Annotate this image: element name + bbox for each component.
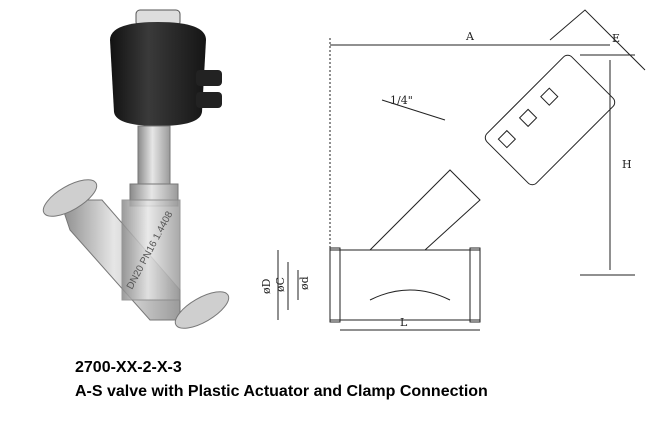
valve-body: DN20 PN16 1.4408: [42, 179, 230, 329]
dim-diameter-d-inner: ød: [298, 276, 311, 290]
dim-port: 1/4": [390, 94, 413, 107]
technical-drawing: A E H L 1/4" øD øC ød: [260, 9, 646, 331]
dim-h: H: [622, 158, 632, 171]
product-code: 2700-XX-2-X-3: [75, 359, 182, 376]
dim-diameter-d-outer: øD: [260, 278, 273, 294]
product-description: A-S valve with Plastic Actuator and Clam…: [75, 383, 488, 400]
product-caption: 2700-XX-2-X-3 A-S valve with Plastic Act…: [75, 358, 488, 402]
dim-a: A: [465, 30, 475, 43]
dim-l: L: [400, 316, 408, 329]
dim-e: E: [612, 32, 620, 45]
valve-photo: DN20 PN16 1.4408: [42, 9, 230, 329]
actuator: [110, 9, 222, 126]
dim-diameter-c: øC: [274, 277, 287, 292]
